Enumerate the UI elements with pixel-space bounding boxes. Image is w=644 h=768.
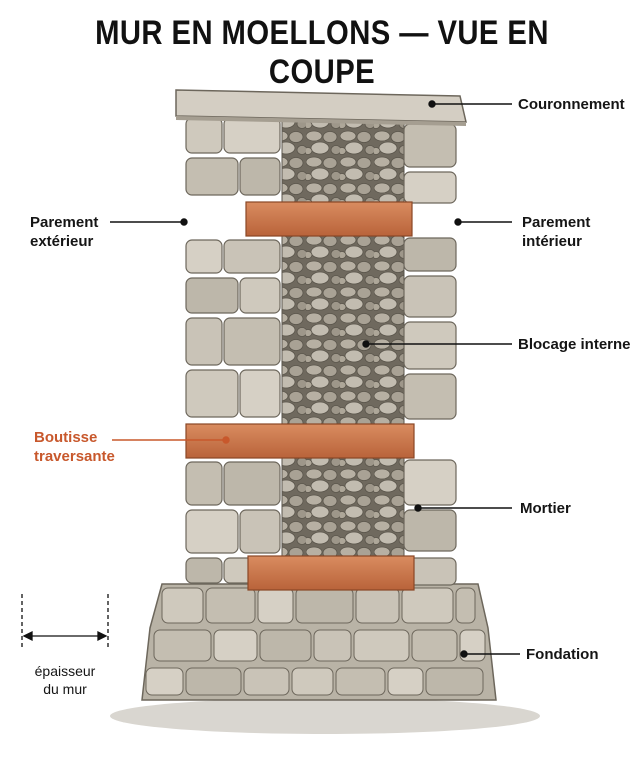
label-epaisseur-line2: du mur	[43, 681, 87, 697]
foundation-stone	[411, 629, 458, 662]
facing-stone	[403, 237, 457, 272]
foundation-stone	[185, 667, 242, 696]
foundation-stone	[353, 629, 410, 662]
facing-stone	[403, 373, 457, 420]
label-parement-exterieur-line1: Parement	[30, 214, 99, 231]
facing-stone	[403, 459, 457, 506]
facing-stone	[223, 117, 281, 154]
ground-shadow	[110, 698, 540, 734]
foundation-stone	[213, 629, 258, 662]
foundation-block	[141, 583, 497, 701]
foundation-stone	[401, 587, 454, 624]
facing-stone	[185, 509, 239, 554]
thickness-dimension	[21, 594, 109, 648]
foundation-stone	[153, 629, 212, 662]
boutisse-3	[247, 555, 415, 591]
foundation-stone	[355, 587, 400, 624]
facing-stone	[223, 461, 281, 506]
foundation-stone	[335, 667, 386, 696]
foundation-stone	[291, 667, 334, 696]
facing-stone	[239, 369, 281, 418]
diagram-title: MUR EN MOELLONS — VUE EN COUPE	[95, 14, 549, 91]
rubble-core	[281, 119, 405, 591]
facing-stone	[223, 317, 281, 366]
label-mortier: Mortier	[520, 500, 571, 517]
facing-stone	[403, 123, 457, 168]
foundation-stone	[259, 629, 312, 662]
label-parement-interieur-line2: intérieur	[522, 233, 583, 250]
foundation-stone	[145, 667, 184, 696]
label-parement-exterieur: Parement extérieur	[30, 213, 98, 251]
label-parement-exterieur-line2: extérieur	[30, 233, 94, 250]
label-couronnement: Couronnement	[518, 96, 625, 113]
label-boutisse-line1: Boutisse	[34, 429, 98, 446]
parement-exterieur-stones	[185, 117, 281, 584]
facing-stone	[239, 157, 281, 196]
foundation-stone	[387, 667, 424, 696]
label-parement-interieur-line1: Parement	[522, 214, 591, 231]
facing-stone	[403, 321, 457, 370]
foundation-stone	[455, 587, 476, 624]
foundation-stone	[205, 587, 256, 624]
label-fondation: Fondation	[526, 646, 599, 663]
parement-interieur-stones	[403, 123, 457, 586]
foundation-stone	[243, 667, 290, 696]
facing-stone	[185, 157, 239, 196]
foundation-stone	[425, 667, 484, 696]
facing-stone	[185, 277, 239, 314]
foundation-stone	[161, 587, 204, 624]
facing-stone	[185, 317, 223, 366]
boutisse-leader	[112, 436, 230, 444]
couronnement-stone	[175, 89, 467, 126]
foundation-stone	[257, 587, 294, 624]
label-epaisseur-du-mur: épaisseur du mur	[20, 662, 110, 698]
facing-stone	[403, 275, 457, 318]
facing-stone	[239, 277, 281, 314]
facing-stone	[185, 117, 223, 154]
foundation-stone	[313, 629, 352, 662]
facing-stone	[239, 509, 281, 554]
facing-stone	[185, 557, 223, 584]
facing-stone	[185, 461, 223, 506]
label-parement-interieur: Parement intérieur	[522, 213, 590, 251]
label-epaisseur-line1: épaisseur	[34, 663, 96, 679]
boutisse-1	[245, 201, 413, 237]
facing-stone	[185, 239, 223, 274]
label-blocage-interne: Blocage interne	[518, 336, 631, 353]
facing-stone	[403, 509, 457, 552]
label-boutisse-line2: traversante	[34, 448, 115, 465]
foundation-stone	[295, 587, 354, 624]
facing-stone	[185, 369, 239, 418]
label-boutisse-traversante: Boutisse traversante	[34, 428, 115, 466]
facing-stone	[223, 239, 281, 274]
leader-lines	[110, 100, 520, 658]
boutisse-2	[185, 423, 415, 459]
facing-stone	[403, 171, 457, 204]
